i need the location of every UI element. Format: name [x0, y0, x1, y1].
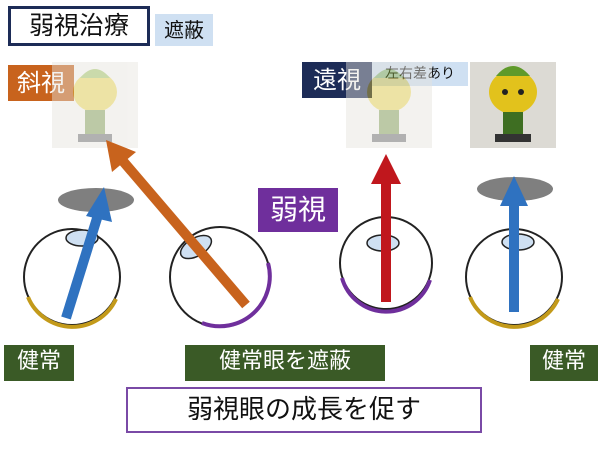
healthy-label-right: 健常	[530, 345, 598, 381]
page-title: 弱視治療	[8, 6, 150, 46]
hyperopia-label: 遠視	[302, 62, 372, 98]
deviated-axis-arrow-orange	[106, 140, 250, 309]
occlusion-tag: 遮蔽	[155, 14, 213, 46]
mascot-photo-clear-right	[470, 62, 556, 148]
amblyopic-axis-arrow-red	[371, 154, 401, 302]
promote-growth-caption: 弱視眼の成長を促す	[126, 387, 482, 433]
anisometropia-sub-label: 左右差あり	[372, 62, 468, 86]
amblyopia-label: 弱視	[258, 188, 338, 232]
mascot-photo-faded-middle	[346, 62, 432, 148]
visual-axis-arrow-right	[500, 176, 528, 312]
eye-healthy-left	[23, 228, 121, 329]
healthy-label-left: 健常	[4, 345, 74, 381]
mascot-photo-faded-left	[52, 62, 138, 148]
visual-axis-arrow-left	[61, 187, 112, 320]
strabismus-label: 斜視	[8, 65, 74, 101]
cover-healthy-eye-label: 健常眼を遮蔽	[185, 345, 385, 381]
